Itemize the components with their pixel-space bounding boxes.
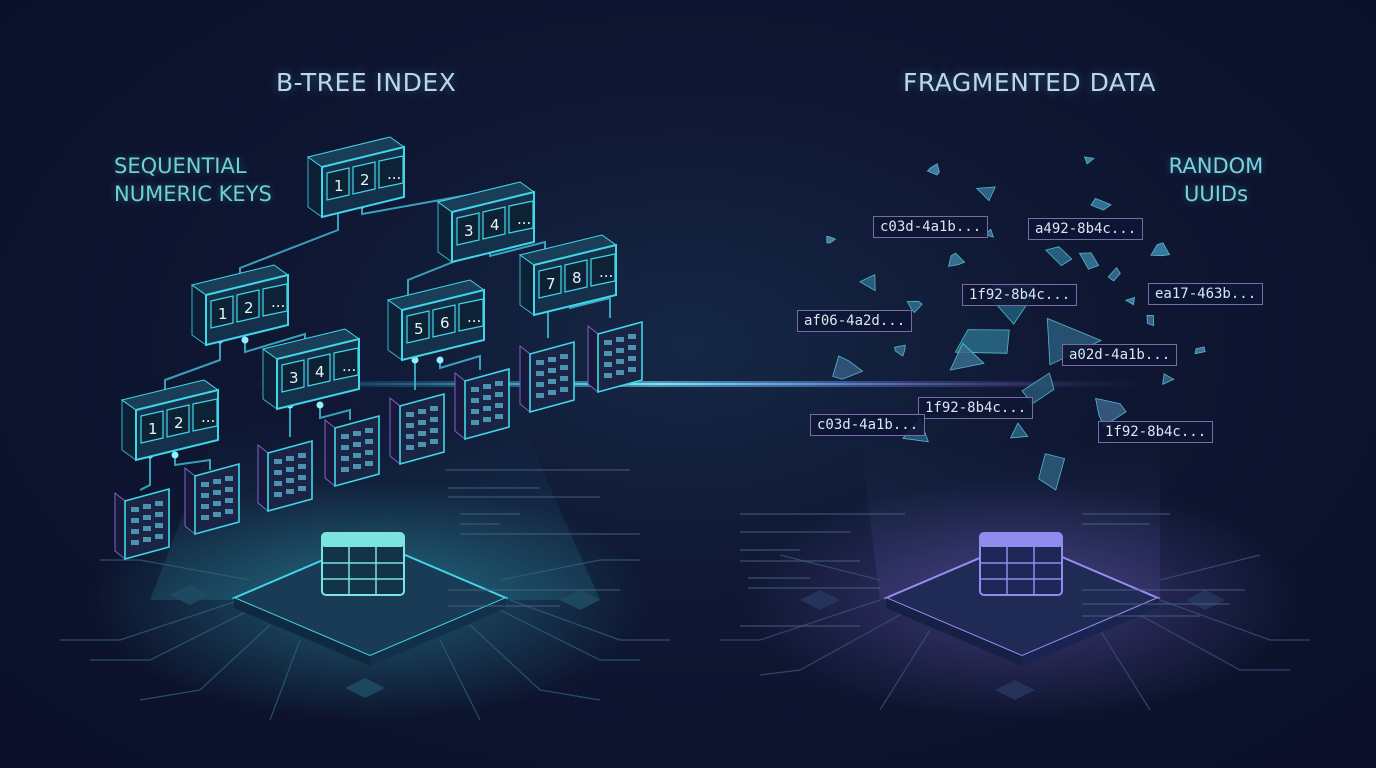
btree-key: ...	[342, 357, 356, 375]
data-shard	[906, 300, 923, 314]
left-panel-title: B-TREE INDEX	[276, 68, 457, 97]
btree-key: 4	[315, 363, 325, 381]
data-shard	[948, 252, 966, 267]
btree-key: ...	[467, 308, 481, 326]
right-circuit-platform	[720, 440, 1310, 720]
data-shard	[1124, 296, 1135, 306]
btree-leaf-page	[114, 487, 170, 561]
btree-leaf-page	[389, 392, 445, 466]
center-light-beam	[250, 381, 1150, 387]
uuid-label: a492-8b4c...	[1028, 218, 1144, 240]
right-subtitle-line: RANDOM	[1168, 154, 1264, 178]
btree-key: 1	[148, 420, 158, 438]
data-shard	[832, 355, 864, 380]
uuid-label: 1f92-8b4c...	[918, 397, 1034, 419]
right-panel-title: FRAGMENTED DATA	[903, 68, 1157, 97]
btree-key: 2	[360, 171, 370, 189]
uuid-label: c03d-4a1b...	[810, 414, 926, 436]
data-shard	[859, 273, 876, 292]
data-shard	[1038, 453, 1066, 491]
btree-leaf-page	[454, 367, 510, 441]
uuid-label: af06-4a2d...	[797, 310, 913, 332]
btree-leaf-page	[324, 414, 380, 488]
btree-key: ...	[599, 263, 613, 281]
btree-leaf-nodes	[114, 320, 643, 561]
left-table-icon	[321, 532, 405, 596]
right-subtitle-line: UUIDs	[1183, 182, 1249, 206]
uuid-label: a02d-4a1b...	[1062, 344, 1178, 366]
btree-key: 1	[218, 305, 228, 323]
uuid-label: 1f92-8b4c...	[962, 284, 1078, 306]
uuid-label: ea17-463b...	[1148, 283, 1264, 305]
data-shard	[949, 342, 985, 371]
btree-key: 8	[572, 269, 582, 287]
left-subtitle-line: SEQUENTIAL	[114, 154, 247, 178]
data-shard	[926, 163, 940, 176]
data-shard	[1009, 422, 1029, 439]
btree-key: ...	[271, 293, 285, 311]
data-shard	[1090, 197, 1112, 211]
data-shard	[1107, 266, 1121, 282]
left-panel-subtitle: SEQUENTIAL NUMERIC KEYS	[114, 152, 272, 208]
data-shard	[1083, 156, 1095, 165]
data-shard	[1162, 373, 1175, 385]
data-shard	[1078, 252, 1100, 270]
right-panel-subtitle: RANDOM UUIDs	[1168, 152, 1264, 208]
btree-key: 2	[244, 299, 254, 317]
btree-leaf-page	[519, 340, 575, 414]
data-shard	[1146, 314, 1155, 327]
uuid-label: c03d-4a1b...	[873, 216, 989, 238]
btree-key: ...	[387, 165, 401, 183]
right-table-icon	[979, 532, 1063, 596]
btree-key: 2	[174, 414, 184, 432]
btree-leaf-page	[257, 439, 313, 513]
btree-key: 3	[289, 369, 299, 387]
data-shard	[1095, 397, 1127, 427]
btree-leaf-page	[587, 320, 643, 394]
btree-key: 7	[546, 275, 556, 293]
data-shard	[894, 344, 906, 357]
btree-key: ...	[517, 210, 531, 228]
background-code-lines	[445, 469, 1245, 627]
btree-key: 6	[440, 314, 450, 332]
data-shard	[975, 186, 996, 202]
data-shard	[1044, 246, 1073, 267]
btree-key: 1	[334, 177, 344, 195]
btree-leaf-page	[184, 462, 240, 536]
btree-key: 4	[490, 216, 500, 234]
data-shard	[826, 235, 837, 244]
data-shard	[1150, 242, 1171, 257]
left-subtitle-line: NUMERIC KEYS	[114, 182, 272, 206]
btree-key: 3	[464, 222, 474, 240]
btree-key: ...	[201, 408, 215, 426]
uuid-label: 1f92-8b4c...	[1098, 421, 1214, 443]
data-shard	[1194, 346, 1206, 355]
btree-key: 5	[414, 320, 424, 338]
